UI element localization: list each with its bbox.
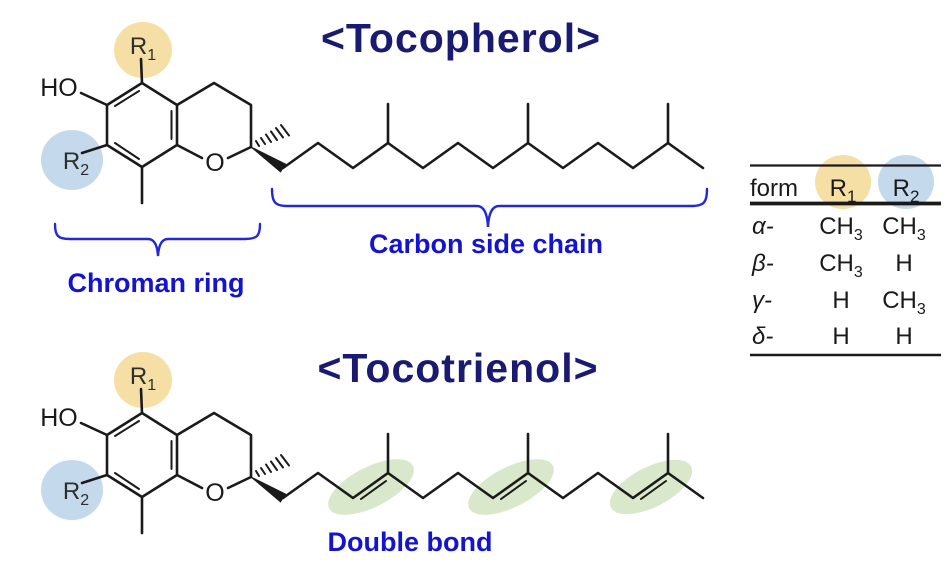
r1-highlight-tocopherol (114, 22, 172, 78)
table-cell-form: β- (751, 250, 774, 277)
hashed-wedge-methyl (255, 124, 290, 147)
table-header-r1-subscript: 1 (847, 187, 856, 206)
cell-main: CH (819, 250, 854, 277)
cell-main: CH (882, 213, 917, 240)
double-bond-label: Double bond (328, 527, 493, 557)
r2-highlight-tocopherol (41, 130, 103, 190)
chroman-ring-structure (79, 57, 290, 205)
cell-main: H (895, 250, 912, 277)
table-cell-r2: H (895, 250, 912, 277)
substituent-table: form R1 R2 α- CH3 CH3 β- CH3 H γ- H CH3 … (750, 164, 941, 357)
table-header-r1-main: R (830, 175, 847, 202)
table-cell-r2: H (895, 323, 912, 350)
ring-oxygen-label-tocopherol: O (205, 149, 224, 177)
ring-oxygen-label-tocotrienol: O (205, 479, 224, 507)
table-row-alpha: α- CH3 CH3 (752, 213, 926, 244)
cell-main: H (895, 323, 912, 350)
carbon-side-chain-label: Carbon side chain (369, 229, 603, 259)
table-row-gamma: γ- H CH3 (752, 287, 926, 318)
phytyl-methyl-branches (386, 102, 670, 145)
table-cell-form: α- (752, 213, 774, 240)
table-r2-highlight (878, 155, 934, 209)
cell-subscript: 3 (917, 301, 926, 318)
farnesyl-chain-bond (281, 471, 705, 500)
carbon-side-chain-brace (270, 187, 709, 228)
table-header-form: form (750, 175, 798, 202)
table-header-r1: R1 (830, 175, 857, 206)
cell-subscript: 3 (917, 227, 926, 244)
table-cell-r1: CH3 (819, 213, 863, 244)
r2-label-tocotrienol: R2 (63, 478, 89, 509)
r1-subscript: 1 (147, 377, 156, 394)
r1-main: R (130, 33, 147, 60)
highlight-layer (41, 22, 934, 520)
table-header-r2-main: R (893, 175, 910, 202)
table-r1-highlight (815, 155, 871, 209)
r2-subscript: 2 (80, 162, 89, 179)
hydroxyl-label-tocopherol: HO (40, 74, 78, 102)
oxygen-bonds (175, 143, 253, 160)
table-cell-r2: CH3 (882, 287, 926, 318)
cell-subscript: 3 (854, 264, 863, 281)
r1-label-tocotrienol: R1 (130, 363, 156, 394)
r1-highlight-tocotrienol (114, 352, 172, 408)
chroman-ring-brace (53, 222, 262, 257)
cell-main: H (832, 287, 849, 314)
cell-main: CH (882, 287, 917, 314)
tocopherol-title: <Tocopherol> (321, 15, 601, 61)
benzene-ring-bond (105, 81, 179, 169)
farnesyl-methyl-branches (386, 432, 670, 475)
chroman-ring-structure-tocotrienol (79, 387, 291, 535)
phytyl-chain-bond (281, 141, 705, 170)
table-header-r2-subscript: 2 (910, 187, 919, 206)
tocotrienol-title: <Tocotrienol> (317, 345, 598, 391)
table-row-delta: δ- H H (752, 323, 913, 350)
tocopherol-side-chain (281, 102, 705, 170)
r2-label-tocopherol: R2 (63, 148, 89, 179)
table-cell-r1: H (832, 323, 849, 350)
cell-subscript: 3 (854, 227, 863, 244)
r1-main: R (130, 363, 147, 390)
table-row-beta: β- CH3 H (751, 250, 913, 281)
table-cell-r1: CH3 (819, 250, 863, 281)
double-bond-highlight-3 (609, 459, 693, 515)
pyran-ring-bond (175, 81, 253, 149)
cell-main: H (832, 323, 849, 350)
r2-main: R (63, 478, 80, 505)
r2-highlight-tocotrienol (41, 460, 103, 520)
table-cell-form: δ- (752, 323, 773, 350)
double-bond-highlight-2 (468, 459, 554, 515)
hydroxyl-label-tocotrienol: HO (40, 404, 78, 432)
double-bond-second-lines (360, 480, 667, 500)
tocotrienol-side-chain (281, 432, 705, 500)
cell-main: CH (819, 213, 854, 240)
bold-wedge-bond (250, 146, 287, 173)
r2-subscript: 2 (80, 492, 89, 509)
substituent-bonds (79, 57, 144, 205)
r2-main: R (63, 148, 80, 175)
r1-subscript: 1 (147, 47, 156, 64)
table-cell-r2: CH3 (882, 213, 926, 244)
table-cell-form: γ- (752, 287, 772, 314)
table-header-r2: R2 (893, 175, 920, 206)
table-cell-r1: H (832, 287, 849, 314)
r1-label-tocopherol: R1 (130, 33, 156, 64)
double-bond-highlight-1 (328, 459, 414, 515)
aromatic-double-bonds (114, 90, 173, 160)
chroman-ring-label: Chroman ring (67, 268, 244, 298)
